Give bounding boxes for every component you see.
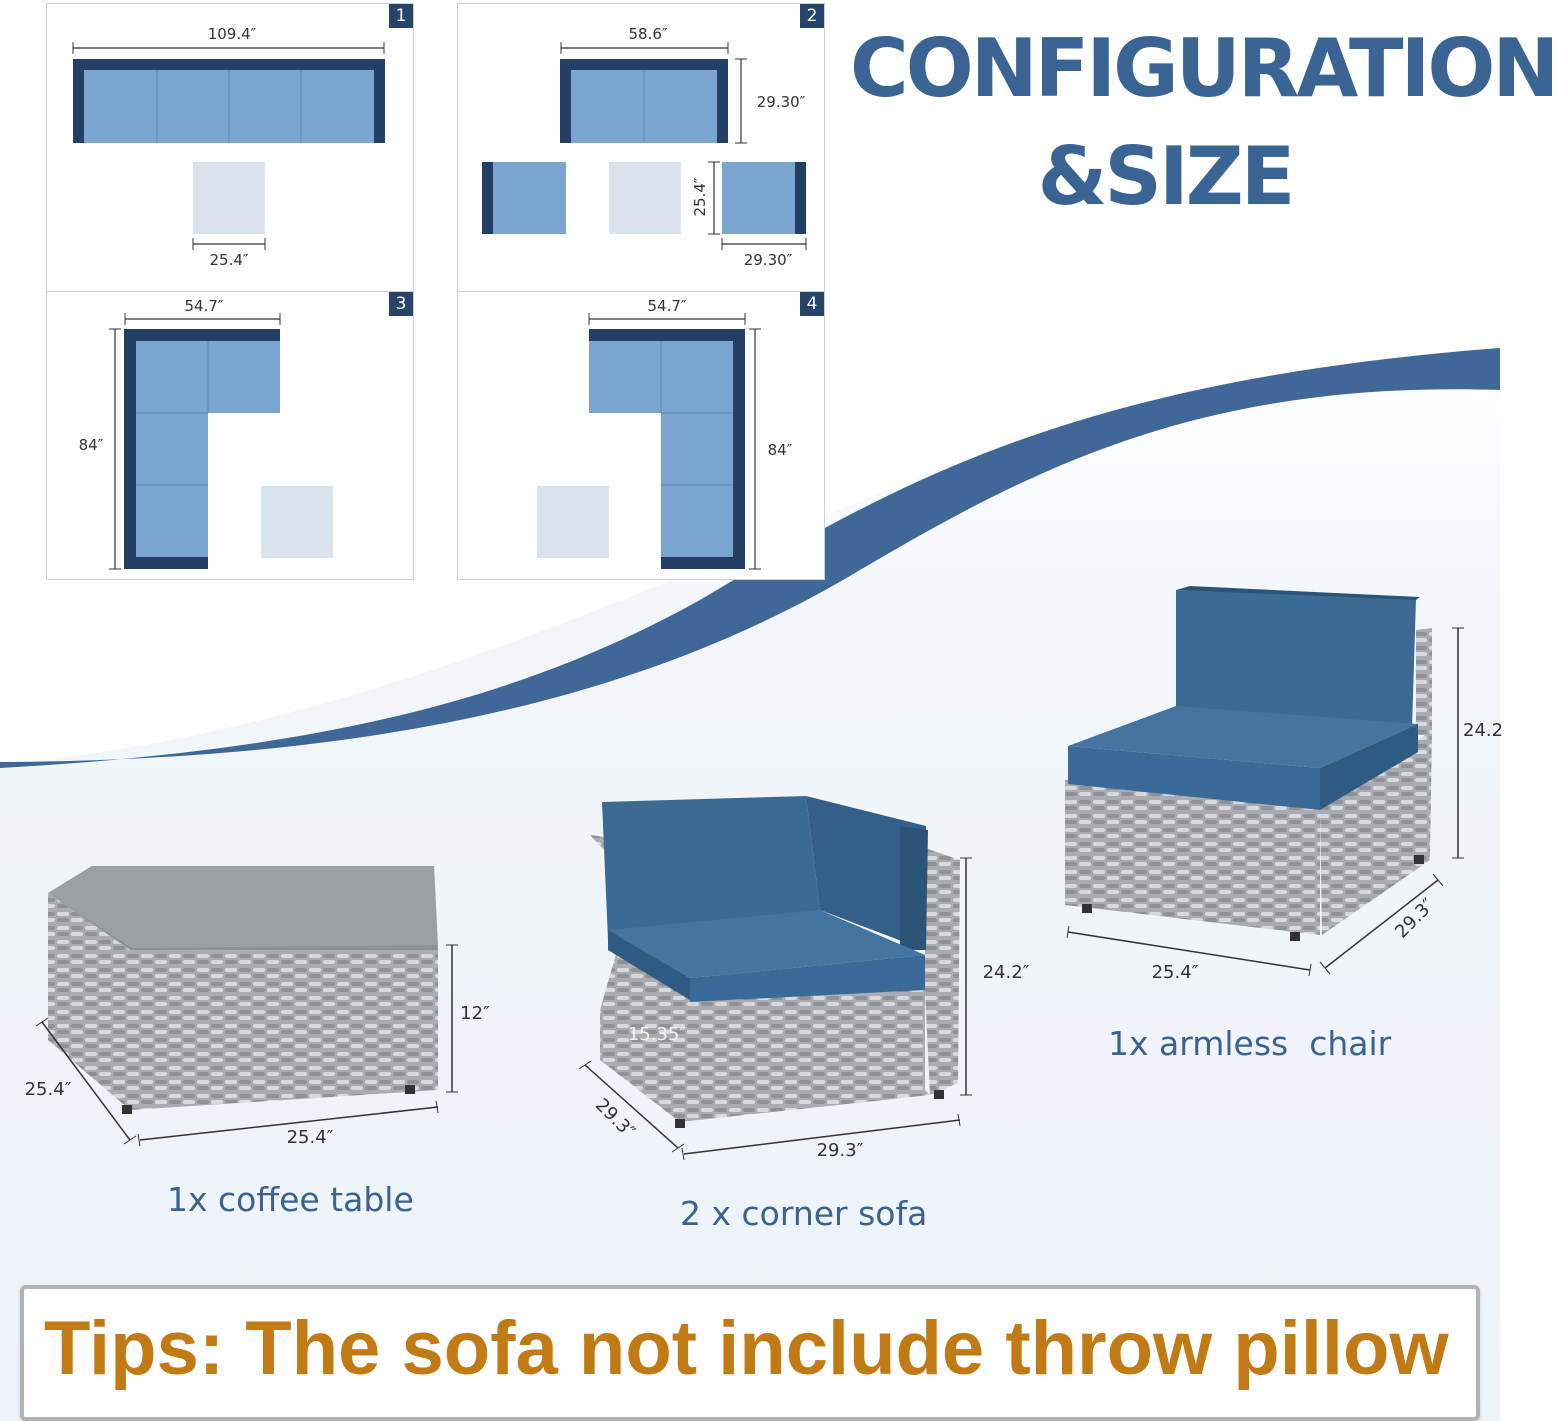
config-4-dim-width: 54.7″	[647, 297, 687, 315]
corner-sofa-dim-width: 29.3″	[816, 1140, 864, 1161]
corner-sofa-image	[578, 796, 972, 1161]
coffee-table-dim-depth: 25.4″	[24, 1079, 72, 1100]
armless-chair-caption: 1x armless chair	[1108, 1024, 1392, 1063]
config-1-dim-length: 109.4″	[207, 25, 257, 43]
tips-banner: Tips: The sofa not include throw pillow	[20, 1285, 1480, 1421]
coffee-table-dim-width: 25.4″	[286, 1127, 334, 1148]
config-2-layout	[482, 42, 807, 250]
title-configuration: CONFIGURATION	[850, 22, 1556, 115]
config-3-layout	[109, 313, 333, 570]
config-panel-3: 3 54.7″ 84″	[46, 291, 414, 580]
config-1-dim-table: 25.4″	[209, 251, 249, 269]
config-panel-2: 2 58.6″ 29.30″ 25.4″ 29.30″	[457, 3, 825, 293]
config-number-2: 2	[800, 4, 824, 28]
title-size: &SIZE	[1037, 130, 1296, 223]
config-2-dim-chair-width: 29.30″	[743, 251, 793, 269]
corner-sofa-dim-seat-height: 15.35″	[627, 1024, 687, 1045]
config-3-dim-width: 54.7″	[184, 297, 224, 315]
corner-sofa-caption: 2 x corner sofa	[680, 1194, 928, 1233]
config-1-layout	[72, 42, 385, 250]
config-panel-1: 1 109.4″ 25.4″	[46, 3, 414, 293]
coffee-table-dim-height: 12″	[460, 1003, 490, 1024]
armless-chair-dim-height: 24.2	[1463, 720, 1504, 741]
armless-chair-image	[1065, 586, 1464, 977]
config-3-dim-length: 84″	[78, 436, 104, 454]
config-4-layout	[537, 313, 761, 570]
config-2-dim-length: 58.6″	[628, 25, 668, 43]
config-number-1: 1	[389, 4, 413, 28]
config-number-3: 3	[389, 292, 413, 316]
coffee-table-caption: 1x coffee table	[167, 1180, 414, 1219]
coffee-table-image	[35, 866, 458, 1147]
config-4-dim-length: 84″	[767, 441, 793, 459]
config-2-dim-depth: 29.30″	[756, 93, 806, 111]
config-number-4: 4	[800, 292, 824, 316]
armless-chair-dim-width: 25.4″	[1151, 962, 1199, 983]
tips-text: Tips: The sofa not include throw pillow	[44, 1306, 1449, 1391]
config-panel-4: 4 54.7″ 84″	[457, 291, 825, 580]
corner-sofa-dim-height: 24.2″	[982, 962, 1030, 983]
